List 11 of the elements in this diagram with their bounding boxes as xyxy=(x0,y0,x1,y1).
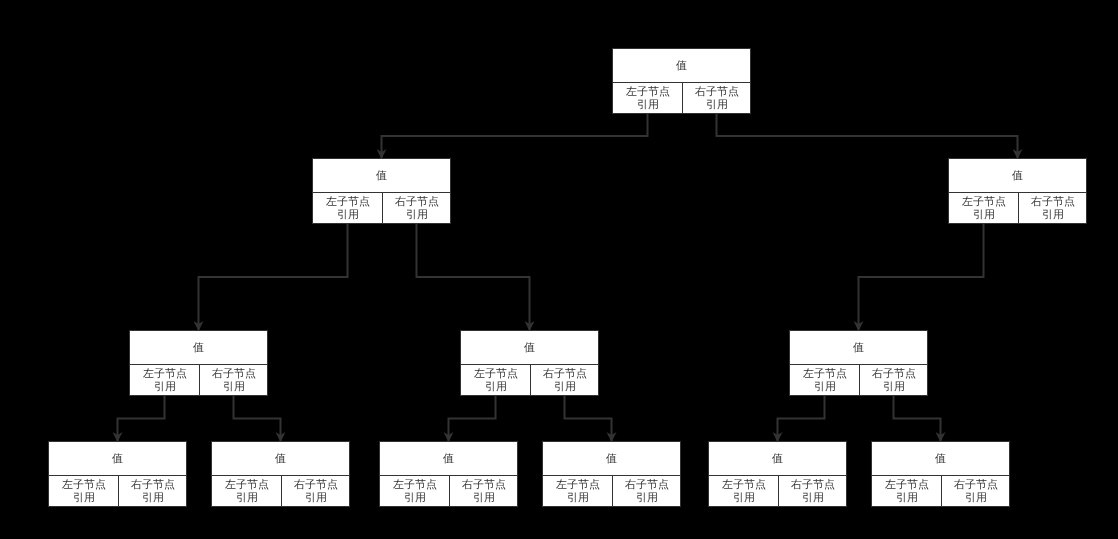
arrow xyxy=(443,395,497,442)
arrow xyxy=(715,113,1023,159)
arrow xyxy=(772,395,826,442)
arrow xyxy=(853,223,985,331)
arrow xyxy=(563,395,617,442)
arrow xyxy=(112,395,166,442)
arrow xyxy=(193,223,349,331)
arrow xyxy=(415,223,535,331)
arrow xyxy=(376,113,649,159)
arrow xyxy=(892,395,946,442)
arrow xyxy=(232,395,286,442)
